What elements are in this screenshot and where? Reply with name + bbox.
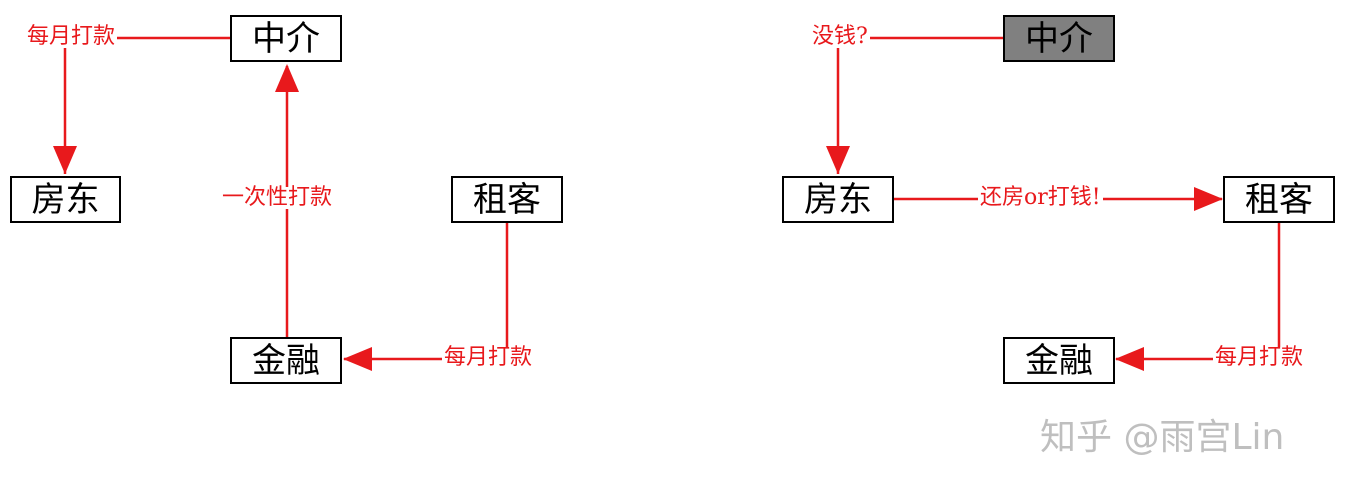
node-agent-right: 中介 xyxy=(1003,15,1115,62)
arrowhead-finance-right xyxy=(1115,347,1144,371)
label-monthly-to-finance-right: 每月打款 xyxy=(1213,345,1306,370)
arrowhead-landlord-right xyxy=(826,146,850,174)
watermark-text: 知乎 @雨宫Lin xyxy=(1040,417,1285,458)
node-finance-right: 金融 xyxy=(1003,337,1115,384)
arrow-no-money xyxy=(836,36,1003,174)
arrow-monthly-to-finance-left xyxy=(344,222,509,361)
arrow-monthly-to-finance-right xyxy=(1116,222,1281,361)
label-monthly-to-finance-left: 每月打款 xyxy=(442,345,535,370)
arrowhead-finance-left xyxy=(343,347,372,371)
node-tenant-right: 租客 xyxy=(1223,176,1335,223)
node-landlord-right: 房东 xyxy=(782,176,894,223)
node-landlord-left: 房东 xyxy=(10,176,121,223)
arrowhead-landlord-left xyxy=(53,146,77,174)
arrow-monthly-to-landlord xyxy=(63,36,230,174)
node-agent-left: 中介 xyxy=(230,15,342,62)
node-tenant-left: 租客 xyxy=(451,176,563,223)
label-monthly-to-landlord: 每月打款 xyxy=(25,24,118,49)
label-lump-sum: 一次性打款 xyxy=(220,185,335,210)
arrowhead-tenant-right xyxy=(1194,187,1223,211)
arrowhead-agent-left xyxy=(275,64,299,92)
node-finance-left: 金融 xyxy=(230,337,342,384)
label-return-or-pay: 还房or打钱! xyxy=(978,185,1103,210)
label-no-money: 没钱? xyxy=(810,24,870,49)
